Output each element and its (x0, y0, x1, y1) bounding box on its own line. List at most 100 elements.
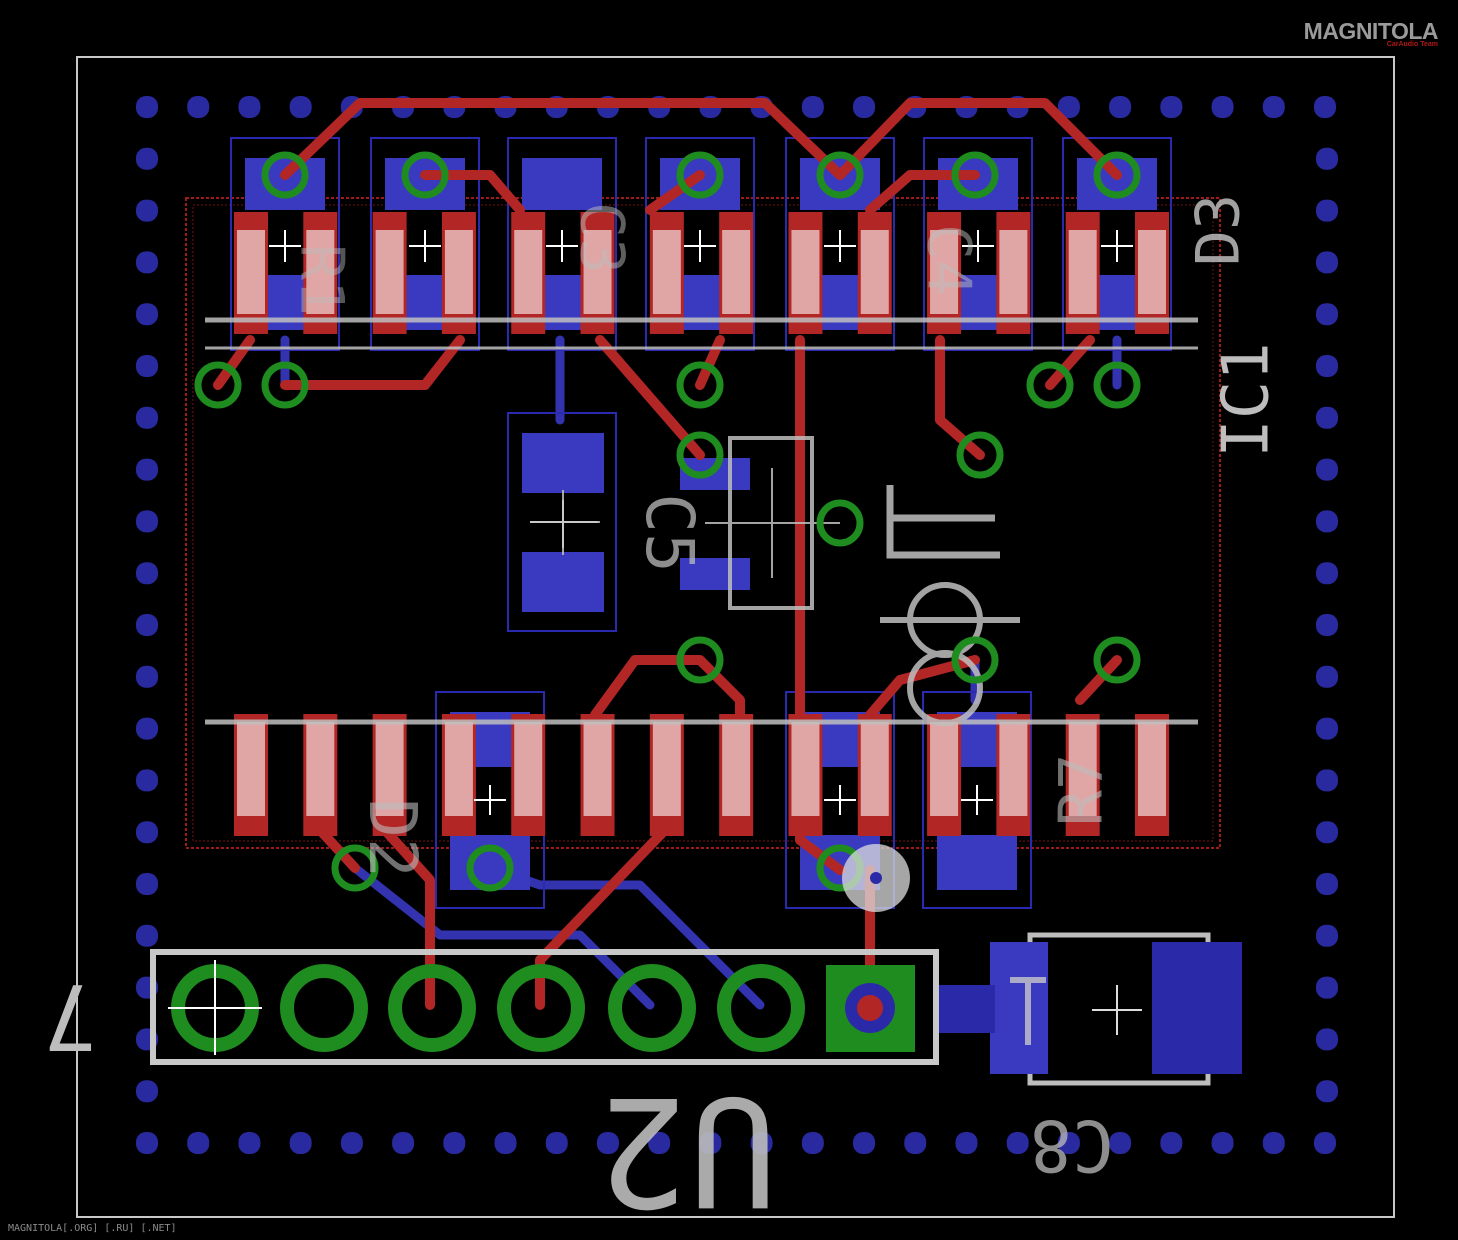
stitch-dot (596, 1132, 619, 1154)
via (261, 151, 309, 199)
smd-outline (785, 691, 895, 909)
via (1093, 151, 1141, 199)
logo-text: MAGNITOLA (1303, 18, 1439, 44)
smd-outline (507, 412, 617, 632)
board-outline (76, 56, 1395, 1218)
stitch-dot (136, 355, 158, 377)
via (676, 636, 724, 684)
vias (194, 151, 1141, 892)
smd-outline (785, 137, 895, 351)
stitch-dot (1160, 1132, 1183, 1154)
stitch-dot (289, 1132, 312, 1154)
stitch-dot (136, 406, 158, 429)
stitch-dot (1316, 251, 1338, 274)
header-u2 (150, 949, 939, 1065)
stitch-dot (853, 1132, 876, 1154)
smd-pad (522, 552, 604, 612)
stitch-dot (1057, 1132, 1080, 1154)
stitch-dot (1316, 510, 1338, 533)
label-r1: R1 (286, 244, 356, 316)
stitch-dot (1314, 1132, 1336, 1154)
header-pin (608, 964, 696, 1052)
smd-outline (230, 137, 340, 351)
stitch-dot (1109, 1132, 1132, 1154)
via (951, 636, 999, 684)
footer-watermark: MAGNITOLA[.ORG] [.RU] [.NET] (8, 1223, 177, 1234)
smd-outline (923, 137, 1033, 351)
stitch-dot (136, 665, 158, 688)
via (956, 431, 1004, 479)
stitch-dot (750, 1132, 773, 1154)
stitch-dot (1316, 873, 1338, 895)
via (676, 151, 724, 199)
stitch-dot (238, 1132, 261, 1154)
via (676, 431, 724, 479)
smd-pad (660, 158, 740, 210)
label-u2: U2 (598, 1063, 779, 1237)
smd-outline (370, 137, 480, 351)
stitch-dot (136, 147, 158, 170)
stitch-dot (1316, 821, 1338, 844)
stitch-dot (1316, 665, 1338, 688)
stitch-dot (136, 96, 158, 118)
stitch-dot (1316, 769, 1338, 792)
stitch-dot (1211, 1132, 1234, 1154)
stitch-dot (136, 717, 158, 740)
stitch-dot (1316, 562, 1338, 585)
header-pin (497, 964, 585, 1052)
stitch-dot (801, 1132, 824, 1154)
stitch-dot (1211, 96, 1234, 118)
stitch-dot (1262, 96, 1285, 118)
capacitor-c1 (935, 932, 1242, 1086)
stitch-dot (136, 1080, 158, 1103)
via (816, 151, 864, 199)
via (676, 361, 724, 409)
stitch-dot (699, 1132, 722, 1154)
via (401, 151, 449, 199)
stitch-dot (1316, 614, 1338, 636)
stitch-dot (136, 510, 158, 533)
stitch-dot (1316, 147, 1338, 170)
label-c3: C3 (566, 202, 636, 274)
label-c4: C4 (913, 224, 983, 296)
stitch-dot (1316, 303, 1338, 326)
via (466, 844, 514, 892)
via (1093, 361, 1141, 409)
stitch-dot (136, 458, 158, 481)
stitch-dot (136, 873, 158, 895)
label-ic1: IC1 (1210, 342, 1284, 458)
label-pin-count: 7 (43, 963, 97, 1068)
stitch-dot (494, 1132, 517, 1154)
stitch-dot (1316, 1080, 1338, 1103)
stitch-dot (955, 1132, 978, 1154)
stitch-dot (1316, 1028, 1338, 1051)
label-r7: R7 (1047, 754, 1117, 826)
stitch-dot (801, 96, 824, 118)
stitch-dot (1316, 717, 1338, 740)
logo-subtext: CarAudio Team (1386, 41, 1438, 48)
stitch-dot (648, 1132, 671, 1154)
smd-pad (522, 433, 604, 493)
stitch-dot (340, 1132, 363, 1154)
smd-outline (645, 137, 755, 351)
stitch-dot (136, 303, 158, 326)
via (1093, 636, 1141, 684)
smd-pad (385, 158, 465, 210)
stitch-dot (853, 96, 876, 118)
smd-pad (450, 835, 530, 890)
stitch-dot (1006, 1132, 1029, 1154)
header-pin (388, 964, 476, 1052)
via (261, 361, 309, 409)
stitch-dot (136, 614, 158, 636)
label-c5: C5 (631, 493, 708, 572)
stitch-dot (1316, 199, 1338, 222)
via (194, 361, 242, 409)
stitch-dot (136, 1132, 158, 1154)
ic1-pins (234, 212, 1169, 836)
stitch-dot (1316, 924, 1338, 947)
smd-pad (1077, 158, 1157, 210)
stitch-dot (545, 1132, 568, 1154)
stitch-dot (136, 769, 158, 792)
stitch-dot (136, 251, 158, 274)
smd-pad (245, 158, 325, 210)
